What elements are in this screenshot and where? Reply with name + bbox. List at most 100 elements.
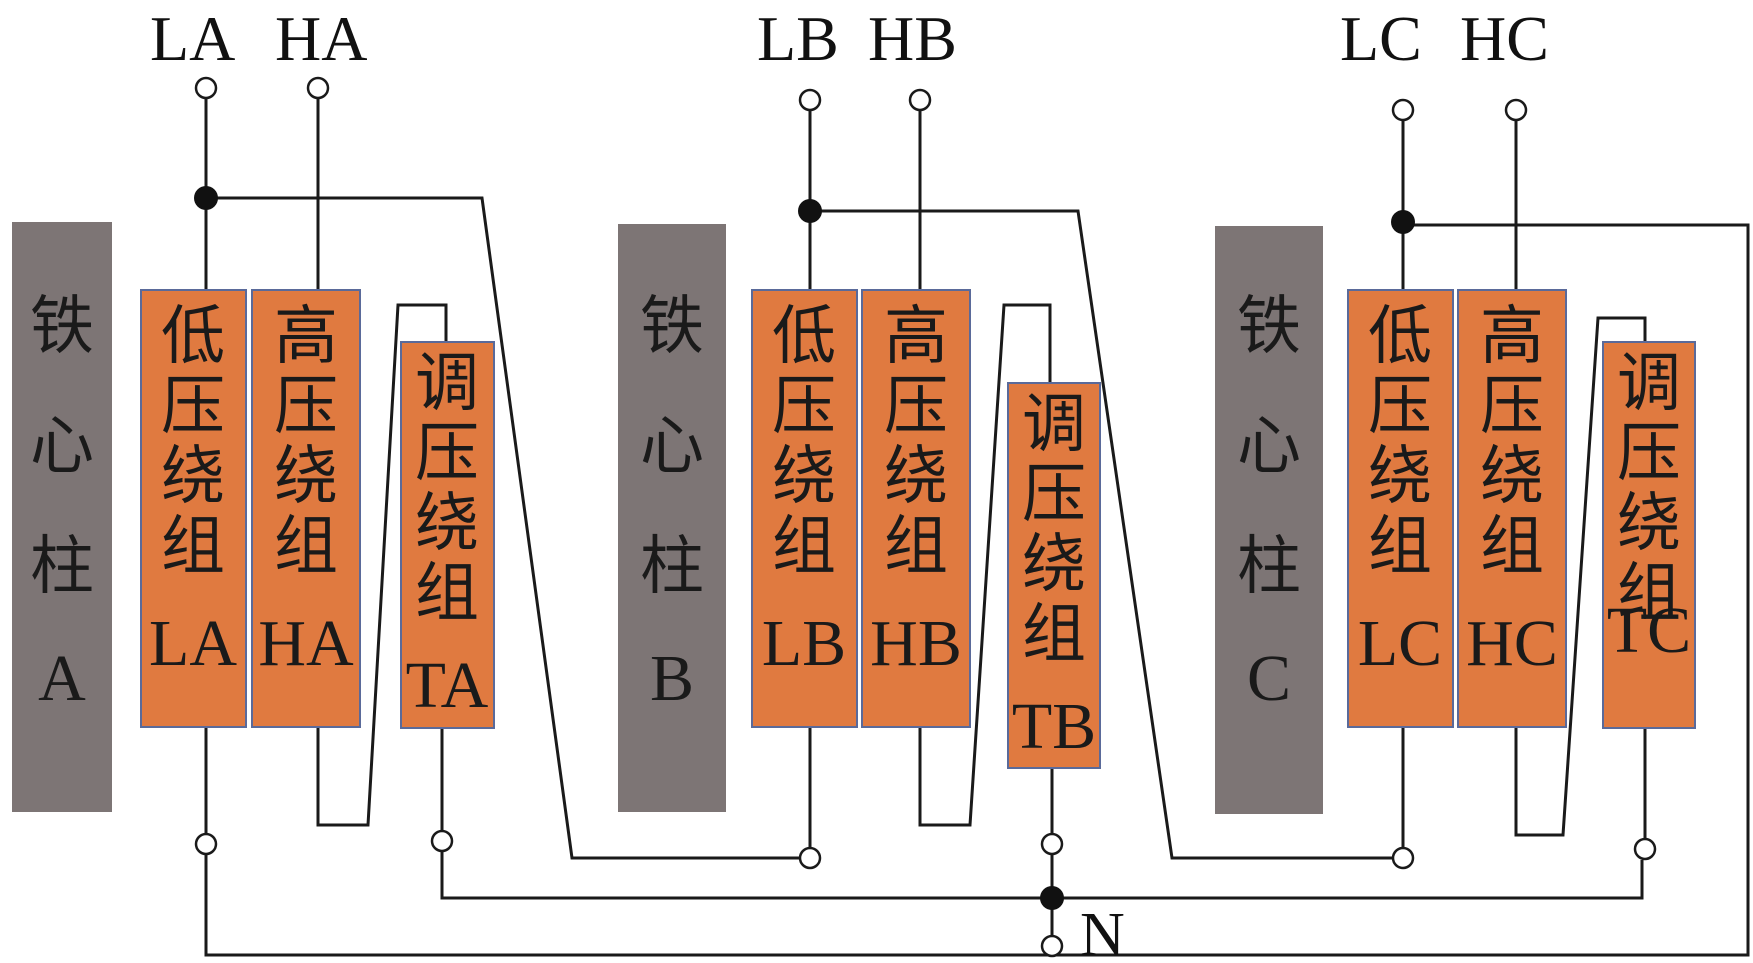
winding-lc-char-4: 组 [1368, 510, 1432, 584]
winding-hb-body [861, 289, 971, 728]
winding-lc-body [1347, 289, 1454, 728]
winding-ta-char-2: 压 [415, 417, 479, 491]
winding-high-voltage-a: 高 压 绕 组 HA [251, 289, 361, 728]
terminal-label-hc: HC [1460, 3, 1549, 74]
core-limb-b-body [618, 224, 726, 812]
winding-low-voltage-b: 低 压 绕 组 LB [751, 289, 858, 728]
winding-hc-code: HC [1466, 607, 1558, 680]
winding-la-body [140, 289, 247, 728]
winding-tb-char-4: 组 [1022, 598, 1086, 672]
winding-tap-b: 调 压 绕 组 TB [1007, 382, 1101, 769]
terminal-hb-top [908, 88, 932, 112]
winding-ha-char-1: 高 [274, 300, 338, 374]
winding-la-char-2: 压 [161, 370, 225, 444]
wire-hc-bottom-to-tc-top [1514, 316, 1647, 837]
terminal-neutral [1040, 934, 1064, 958]
winding-la-code: LA [149, 607, 237, 680]
core-b-char-3: 柱 [640, 530, 704, 604]
winding-lb-char-2: 压 [772, 370, 836, 444]
winding-tap-a: 调 压 绕 组 TA [400, 341, 495, 729]
winding-tap-c: 调 压 绕 组 TC [1602, 341, 1696, 729]
winding-tb-char-1: 调 [1022, 388, 1086, 462]
winding-tb-char-2: 压 [1022, 458, 1086, 532]
winding-high-voltage-b: 高 压 绕 组 HB [861, 289, 971, 728]
winding-hb-char-3: 绕 [884, 440, 948, 514]
wire-la-junction-to-lb-bottom [206, 196, 810, 860]
winding-ha-code: HA [258, 607, 354, 680]
winding-hb-char-1: 高 [884, 300, 948, 374]
winding-hc-body [1457, 289, 1567, 728]
terminal-tb-bottom [1040, 832, 1064, 856]
winding-hb-code: HB [870, 607, 962, 680]
core-b-char-2: 心 [640, 410, 704, 484]
winding-lb-char-4: 组 [772, 510, 836, 584]
winding-ha-char-2: 压 [274, 370, 338, 444]
core-limb-c: 铁 心 柱 C [1215, 226, 1323, 814]
terminal-lc-top [1391, 98, 1415, 122]
winding-tc-code: TC [1607, 594, 1691, 667]
winding-lc-char-1: 低 [1368, 300, 1432, 374]
winding-lc-char-2: 压 [1368, 370, 1432, 444]
winding-lb-body [751, 289, 858, 728]
winding-tc-char-4: 组 [1617, 557, 1681, 631]
winding-hc-char-2: 压 [1480, 370, 1544, 444]
winding-la-char-4: 组 [161, 510, 225, 584]
wire-lb-junction-to-lc-bottom [810, 209, 1403, 860]
terminal-label-hb: HB [868, 3, 957, 74]
core-a-char-3: 柱 [30, 530, 94, 604]
winding-ha-body [251, 289, 361, 728]
winding-ta-body [400, 341, 495, 729]
winding-low-voltage-c: 低 压 绕 组 LC [1347, 289, 1454, 728]
terminal-la-top [194, 76, 218, 100]
winding-hc-char-4: 组 [1480, 510, 1544, 584]
winding-tc-char-2: 压 [1617, 417, 1681, 491]
winding-lc-code: LC [1358, 607, 1442, 680]
winding-tb-body [1007, 382, 1101, 769]
winding-tc-char-1: 调 [1617, 347, 1681, 421]
terminal-la-bottom [194, 832, 218, 856]
wire-outer-bottom-loop [204, 223, 1750, 957]
terminal-hc-top [1504, 98, 1528, 122]
winding-lb-char-3: 绕 [772, 440, 836, 514]
neutral-label: N [1080, 901, 1125, 963]
core-c-char-2: 心 [1237, 410, 1301, 484]
terminal-label-lc: LC [1340, 3, 1422, 74]
terminal-ha-top [306, 76, 330, 100]
core-a-char-2: 心 [30, 410, 94, 484]
winding-tc-body [1602, 341, 1696, 729]
winding-lc-char-3: 绕 [1368, 440, 1432, 514]
wire-ha-bottom-to-ta-top [316, 303, 448, 827]
winding-tc-char-3: 绕 [1617, 487, 1681, 561]
winding-high-voltage-c: 高 压 绕 组 HC [1457, 289, 1567, 728]
winding-ta-code: TA [406, 649, 489, 722]
core-c-char-3: 柱 [1237, 530, 1301, 604]
terminal-label-lb: LB [757, 3, 839, 74]
core-c-char-1: 铁 [1237, 290, 1301, 364]
core-a-letter: A [38, 642, 86, 715]
terminal-label-ha: HA [275, 3, 367, 74]
terminal-tc-bottom [1633, 837, 1657, 861]
winding-tb-code: TB [1012, 690, 1096, 763]
winding-ha-char-3: 绕 [274, 440, 338, 514]
terminal-label-la: LA [150, 3, 235, 74]
core-b-letter: B [650, 642, 694, 715]
winding-la-char-1: 低 [161, 300, 225, 374]
winding-lb-code: LB [762, 607, 846, 680]
terminal-ta-bottom [430, 829, 454, 853]
winding-hb-char-4: 组 [884, 510, 948, 584]
junction-dot-neutral [1040, 886, 1064, 910]
winding-tb-char-3: 绕 [1022, 528, 1086, 602]
core-c-letter: C [1247, 642, 1291, 715]
winding-ha-char-4: 组 [274, 510, 338, 584]
junction-dot-lc [1391, 210, 1415, 234]
wire-hb-bottom-to-tb-top [918, 303, 1052, 827]
core-limb-b: 铁 心 柱 B [618, 224, 726, 812]
terminal-lb-bottom [798, 846, 822, 870]
winding-hb-char-2: 压 [884, 370, 948, 444]
winding-hc-char-1: 高 [1480, 300, 1544, 374]
junction-dot-lb [798, 199, 822, 223]
winding-ta-char-3: 绕 [415, 487, 479, 561]
winding-low-voltage-a: 低 压 绕 组 LA [140, 289, 247, 728]
core-b-char-1: 铁 [640, 290, 704, 364]
